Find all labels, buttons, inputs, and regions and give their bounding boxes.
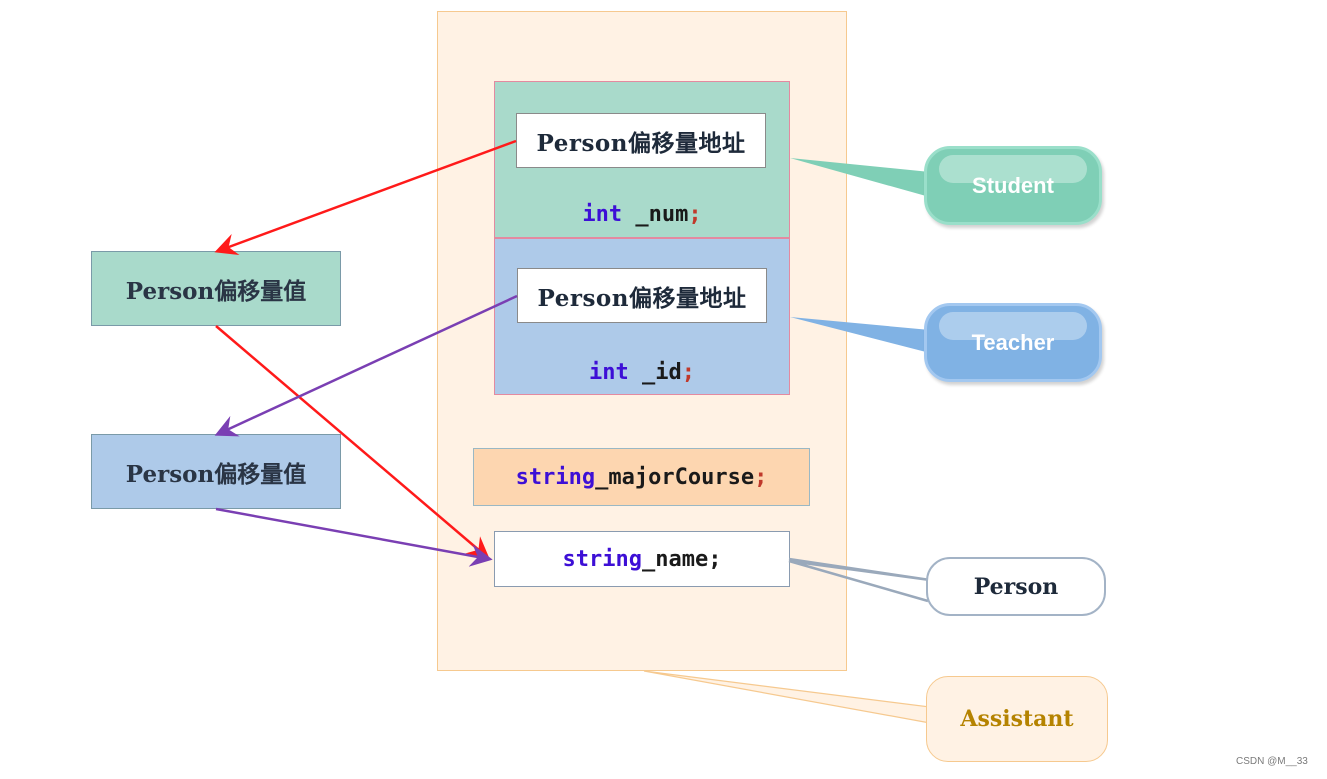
teacher-offset-value-label: Person偏移量值 [125,460,307,488]
student-num-name: _num [622,202,689,227]
student-num-type: int [582,202,623,227]
student-callout-label: Student [972,172,1054,198]
student-offset-value-box: Person偏移量值 [91,251,341,326]
teacher-callout: Teacher [924,303,1102,382]
teacher-id-name: _id [628,360,682,385]
teacher-id-terminator: ; [681,360,695,385]
major-course-type: string [515,464,596,490]
student-offset-value-label: Person偏移量值 [125,277,307,305]
student-offset-address-label: Person偏移量地址 [536,129,746,157]
teacher-callout-label: Teacher [971,329,1055,355]
person-callout: Person [926,557,1106,616]
teacher-offset-address-label: Person偏移量地址 [537,284,747,312]
student-callout: Student [924,146,1102,225]
assistant-callout: Assistant [926,676,1108,762]
teacher-offset-address-box: Person偏移量地址 [517,268,767,323]
person-name-name: _name; [642,546,722,572]
major-course-terminator: ; [754,464,768,490]
assistant-callout-tail [643,670,931,724]
teacher-offset-value-box: Person偏移量值 [91,434,341,509]
person-name-member: string _name; [494,531,790,587]
teacher-id-member: int _id; [494,360,790,385]
person-callout-label: Person [973,573,1059,600]
major-course-member: string _majorCourse; [473,448,810,506]
person-name-type: string [562,546,642,572]
student-num-member: int _num; [494,202,790,227]
student-num-terminator: ; [688,202,702,227]
watermark: CSDN @M__33 [1236,756,1308,767]
student-offset-address-box: Person偏移量地址 [516,113,766,168]
teacher-id-type: int [589,360,629,385]
assistant-callout-label: Assistant [960,706,1074,732]
major-course-name: _majorCourse [595,464,755,490]
